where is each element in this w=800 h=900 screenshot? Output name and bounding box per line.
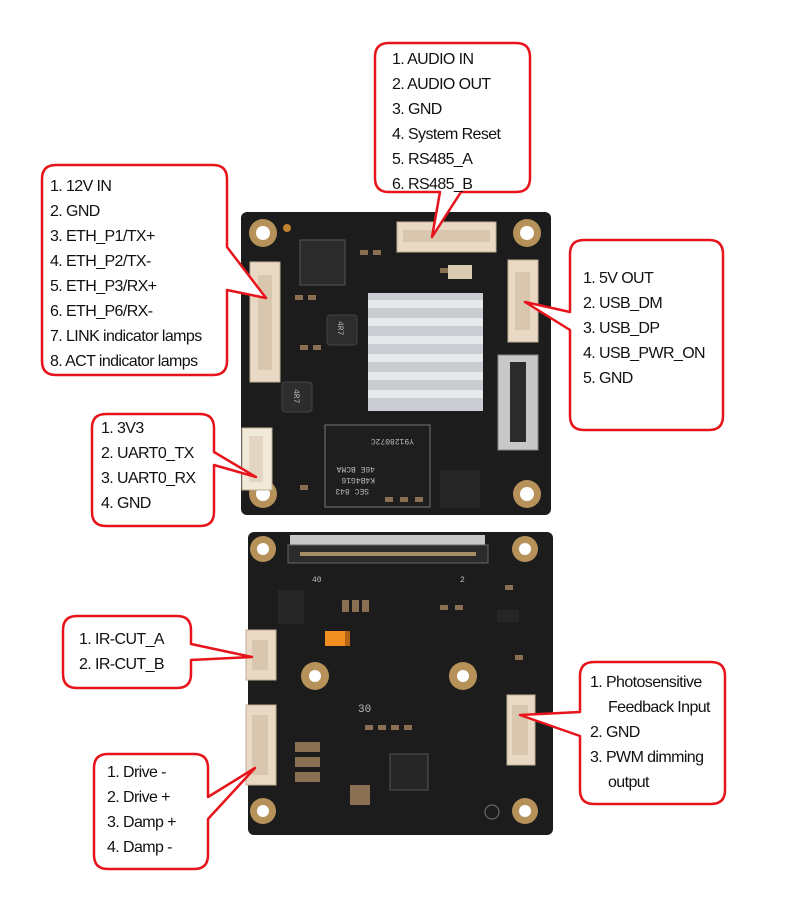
pin-label: 5. RS485_A — [392, 151, 473, 168]
callout-frame-motor — [92, 752, 257, 871]
pin-list: 1. 12V IN 2. GND 3. ETH_P1/TX+ 4. ETH_P2… — [50, 174, 202, 374]
pin-label: 4. USB_PWR_ON — [583, 345, 706, 362]
bottom-pcb-board — [245, 532, 553, 835]
mounting-hole — [249, 219, 277, 247]
callout-power-eth: 1. 12V IN 2. GND 3. ETH_P1/TX+ 4. ETH_P2… — [50, 174, 202, 374]
pin-list: 1. 3V3 2. UART0_TX 3. UART0_RX 4. GND — [101, 416, 196, 516]
uart-connector — [241, 427, 273, 491]
mounting-hole — [512, 536, 538, 562]
pin-label: 5. GND — [583, 370, 633, 387]
pin-label: 6. RS485_B — [392, 176, 473, 193]
inductor — [281, 381, 313, 413]
pin-label: 2. GND — [590, 724, 640, 741]
pin-label: 1. Drive - — [107, 764, 167, 781]
pin-label: 2. GND — [50, 203, 100, 220]
pin-label: 1. IR-CUT_A — [79, 631, 165, 648]
pin-label: 8. ACT indicator lamps — [50, 353, 198, 370]
sensor-fpc-connector — [287, 535, 489, 564]
top-pcb-board — [241, 212, 551, 515]
pin-label: 2. Drive + — [107, 789, 171, 806]
eth-power-connector — [249, 261, 281, 383]
mounting-hole — [250, 798, 276, 824]
mounting-hole — [513, 480, 541, 508]
pin-label: 3. Damp + — [107, 814, 176, 831]
pin-label: 3. ETH_P1/TX+ — [50, 228, 155, 245]
callout-frame-power-eth — [40, 163, 268, 377]
pin-label: 2. UART0_TX — [101, 445, 194, 462]
pin-label: 3. USB_DP — [583, 320, 660, 337]
pin-label: 3. GND — [392, 101, 442, 118]
pin-label-continuation: Feedback Input — [608, 699, 711, 716]
callout-frame-light — [518, 660, 727, 806]
callout-frame-uart — [90, 412, 258, 528]
pin-label: 4. Damp - — [107, 839, 172, 856]
mounting-hole — [512, 798, 538, 824]
pin-label: 4. GND — [101, 495, 151, 512]
callout-ircut: 1. IR-CUT_A 2. IR-CUT_B — [79, 627, 165, 677]
mounting-hole — [250, 536, 276, 562]
callout-audio: 1. AUDIO IN 2. AUDIO OUT 3. GND 4. Syste… — [392, 47, 501, 197]
pin-label: 4. ETH_P2/TX- — [50, 253, 151, 270]
memory-chip — [324, 424, 431, 508]
mounting-hole — [449, 662, 477, 690]
pin-label: 2. AUDIO OUT — [392, 76, 491, 93]
pin-label: 2. IR-CUT_B — [79, 656, 165, 673]
light-connector — [506, 694, 536, 766]
usb-connector — [507, 259, 539, 343]
pin-label: 1. AUDIO IN — [392, 51, 474, 68]
pin-label: 5. ETH_P3/RX+ — [50, 278, 157, 295]
inductor — [326, 314, 358, 346]
pin-list: 1. Photosensitive Feedback Input 2. GND … — [590, 670, 711, 795]
pin-label: 4. System Reset — [392, 126, 501, 143]
pin-label: 3. UART0_RX — [101, 470, 196, 487]
callout-frame-audio — [373, 41, 532, 239]
pin-label: 1. 3V3 — [101, 420, 144, 437]
pin-list: 1. AUDIO IN 2. AUDIO OUT 3. GND 4. Syste… — [392, 47, 501, 197]
callout-light: 1. Photosensitive Feedback Input 2. GND … — [590, 670, 711, 795]
pin-label: 3. PWM dimming — [590, 749, 704, 766]
pin-label: output — [590, 770, 710, 795]
callout-motor: 1. Drive - 2. Drive + 3. Damp + 4. Damp … — [107, 760, 176, 860]
mounting-hole — [513, 219, 541, 247]
pin-list: 1. 5V OUT 2. USB_DM 3. USB_DP 4. USB_PWR… — [583, 266, 706, 391]
tantalum-capacitor — [325, 631, 350, 646]
callout-frame-usb — [523, 238, 725, 432]
pin-list: 1. IR-CUT_A 2. IR-CUT_B — [79, 627, 165, 677]
ircut-connector — [245, 629, 277, 681]
pin-label: 1. 5V OUT — [583, 270, 654, 287]
callout-usb: 1. 5V OUT 2. USB_DM 3. USB_DP 4. USB_PWR… — [583, 266, 706, 391]
pin-list: 1. Drive - 2. Drive + 3. Damp + 4. Damp … — [107, 760, 176, 860]
pin-label: 1. Photosensitive — [590, 674, 702, 691]
pin-label: Feedback Input — [590, 695, 711, 720]
callout-uart: 1. 3V3 2. UART0_TX 3. UART0_RX 4. GND — [101, 416, 196, 516]
audio-connector — [396, 221, 497, 253]
pin-label: 7. LINK indicator lamps — [50, 328, 202, 345]
pin-label: 1. 12V IN — [50, 178, 112, 195]
callout-frame-ircut — [61, 614, 254, 690]
mounting-hole — [301, 662, 329, 690]
pin-label: 2. USB_DM — [583, 295, 663, 312]
heatsink — [368, 293, 483, 411]
pin-label: 6. ETH_P6/RX- — [50, 303, 153, 320]
pin-label-continuation: output — [608, 774, 649, 791]
